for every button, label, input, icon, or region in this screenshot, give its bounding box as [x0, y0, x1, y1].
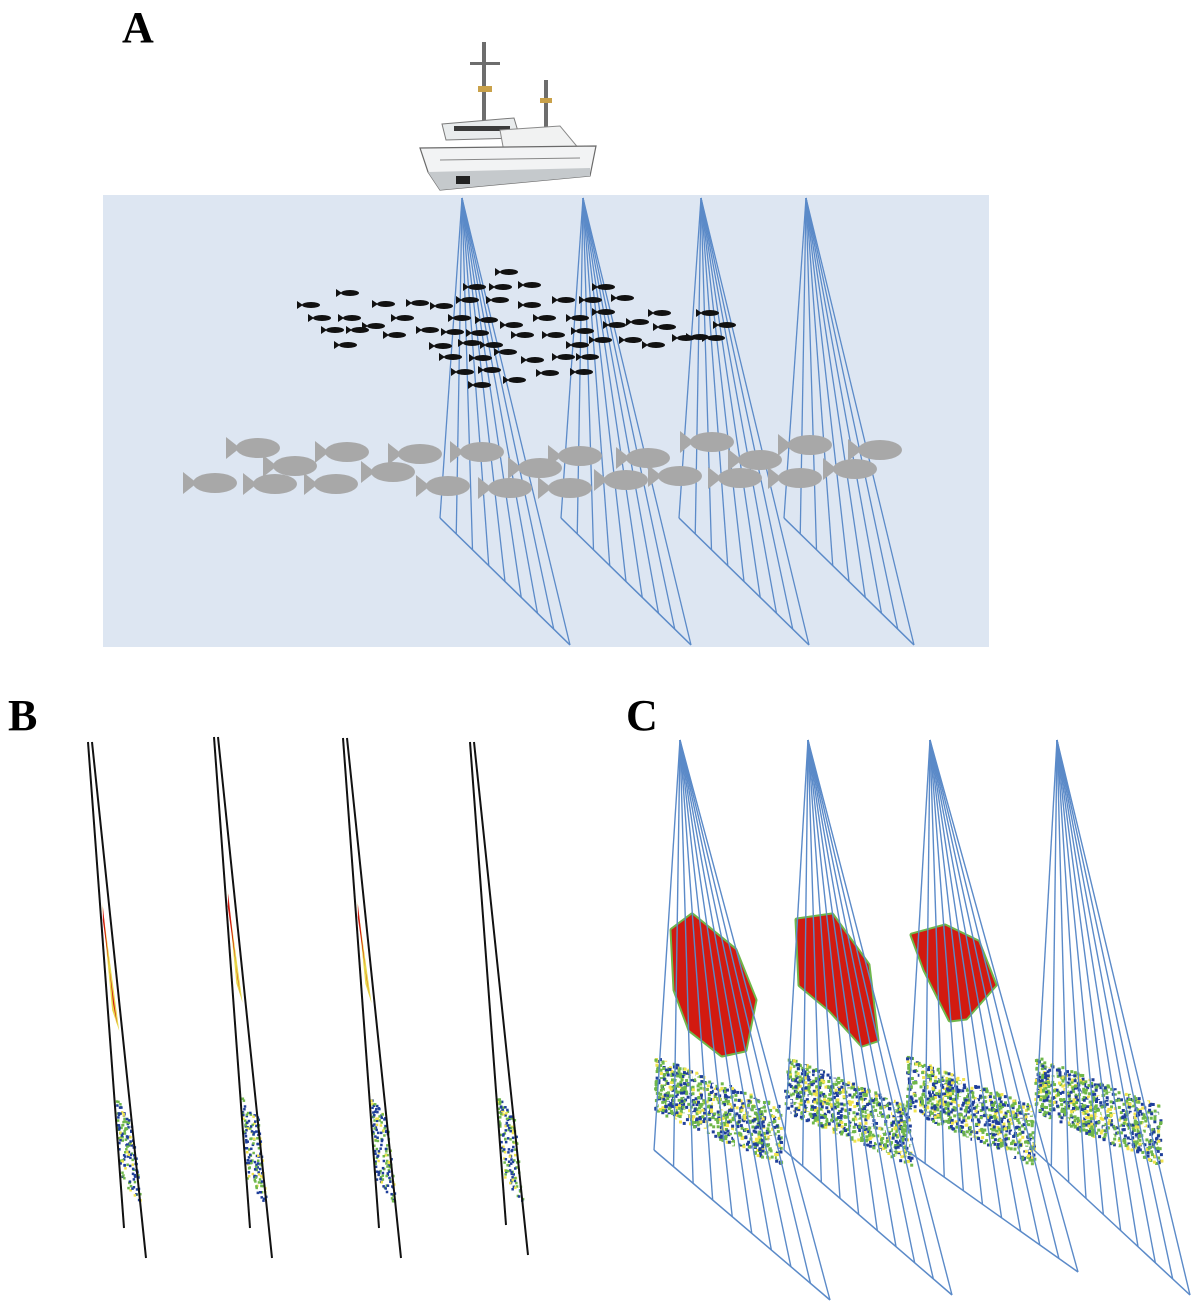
school-core: [796, 914, 878, 1046]
echo-section-3: [342, 737, 402, 1259]
panel-a: [103, 42, 989, 647]
echo-section-4: [469, 741, 529, 1256]
water-column: [103, 195, 989, 647]
research-ship-icon: [419, 42, 597, 191]
beam-fans: [439, 197, 915, 646]
panel-label-b: B: [8, 691, 38, 740]
beam-fan-3d-1: [653, 739, 831, 1301]
panel-label-a: A: [122, 3, 154, 52]
beam-fan-3d-2: [783, 739, 953, 1296]
school-core: [911, 925, 996, 1021]
beam-fan-3d-3: [905, 739, 1079, 1273]
beam-fan-3: [678, 197, 810, 646]
school-core: [227, 893, 241, 997]
panel-b: [87, 736, 529, 1259]
echo-section-2: [213, 736, 273, 1259]
panel-label-c: C: [626, 691, 658, 740]
echo-section-1: [87, 741, 147, 1259]
school-edge: [101, 902, 120, 1031]
beam-fan-4: [783, 197, 915, 646]
panel-c: [653, 739, 1191, 1301]
beam-fan-3d-4: [1033, 739, 1191, 1296]
